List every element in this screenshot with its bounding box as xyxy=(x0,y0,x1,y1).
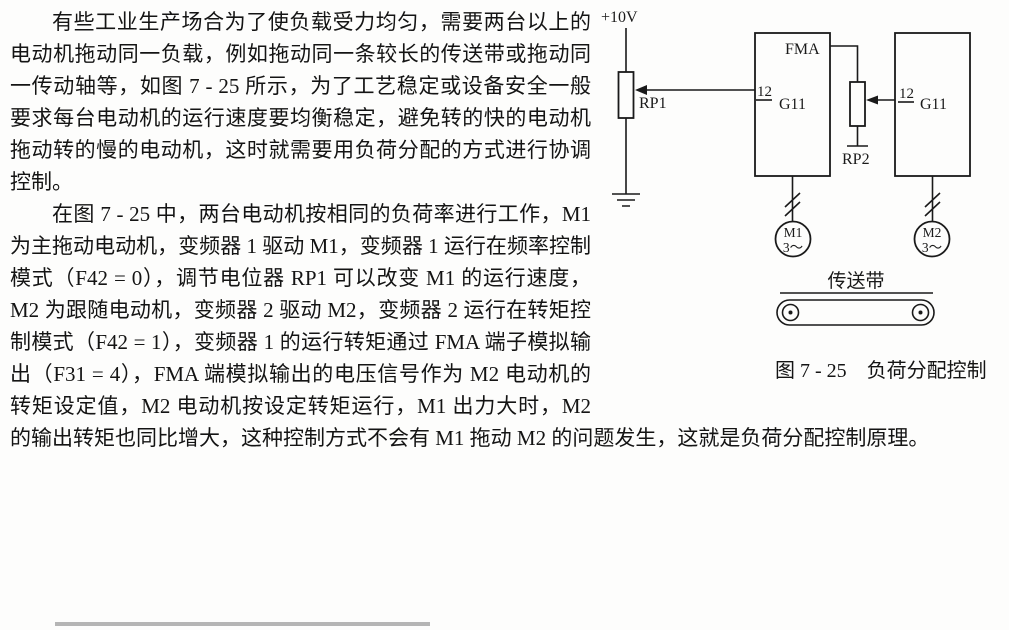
motor2-name-label: M2 xyxy=(923,225,942,240)
ground-symbol xyxy=(612,193,640,207)
scan-artifact-line xyxy=(55,622,430,626)
rp2-label: RP2 xyxy=(842,151,870,168)
motor1-circle xyxy=(774,220,812,258)
inverter-2: 12 G11 xyxy=(894,32,971,177)
rp2-wiper-arrow-icon xyxy=(866,95,878,105)
pulley-left-axle xyxy=(788,310,793,315)
inverter1-box xyxy=(754,32,831,177)
inverter-1: FMA 12 G11 xyxy=(754,32,831,177)
rp2-potentiometer: RP2 xyxy=(830,45,895,168)
pulley-left xyxy=(781,303,800,322)
conveyor-belt: 传送带 xyxy=(776,270,935,326)
paragraph-2: 在图 7 - 25 中，两台电动机按相同的负荷率进行工作，M1 为主拖动电动机，… xyxy=(10,202,930,450)
load-distribution-diagram: +10V RP1 FMA 12 G11 xyxy=(601,9,971,326)
motor2-circle xyxy=(913,220,951,258)
figure-caption: 图 7 - 25 负荷分配控制 xyxy=(775,360,987,382)
supply-voltage-label: +10V xyxy=(601,9,638,26)
fma-output-wire xyxy=(830,45,859,82)
inverter2-terminal-label: 12 xyxy=(899,86,914,102)
motor1-name-label: M1 xyxy=(784,225,803,240)
rp2-resistor-body xyxy=(849,81,866,127)
rp2-bottom-wire xyxy=(847,126,868,147)
motor2-shaft-breaks xyxy=(924,192,941,217)
motor1-shaft-breaks xyxy=(784,192,801,217)
figure-7-25: +10V RP1 FMA 12 G11 xyxy=(599,6,999,383)
motor-1: M1 3～ xyxy=(774,176,812,258)
belt-outline xyxy=(776,299,935,326)
fma-terminal-label: FMA xyxy=(785,41,820,58)
inverter1-model-label: G11 xyxy=(779,96,806,113)
rp1-resistor-body xyxy=(617,71,635,119)
motor-2: M2 3～ xyxy=(913,176,951,258)
rp1-potentiometer: +10V RP1 xyxy=(601,9,755,207)
pulley-right-axle xyxy=(918,310,923,315)
motor1-phase-label: 3～ xyxy=(783,240,803,255)
rp1-label: RP1 xyxy=(639,95,667,112)
inverter2-model-label: G11 xyxy=(920,96,947,113)
paragraph-1: 有些工业生产场合为了使负载受力均匀，需要两台以上的电动机拖动同一负载，例如拖动同… xyxy=(10,10,591,194)
rp1-wiper-arrow-icon xyxy=(635,85,647,95)
belt-label: 传送带 xyxy=(827,270,884,292)
inverter1-terminal-label: 12 xyxy=(757,84,772,100)
motor2-phase-label: 3～ xyxy=(922,240,942,255)
pulley-right xyxy=(911,303,930,322)
